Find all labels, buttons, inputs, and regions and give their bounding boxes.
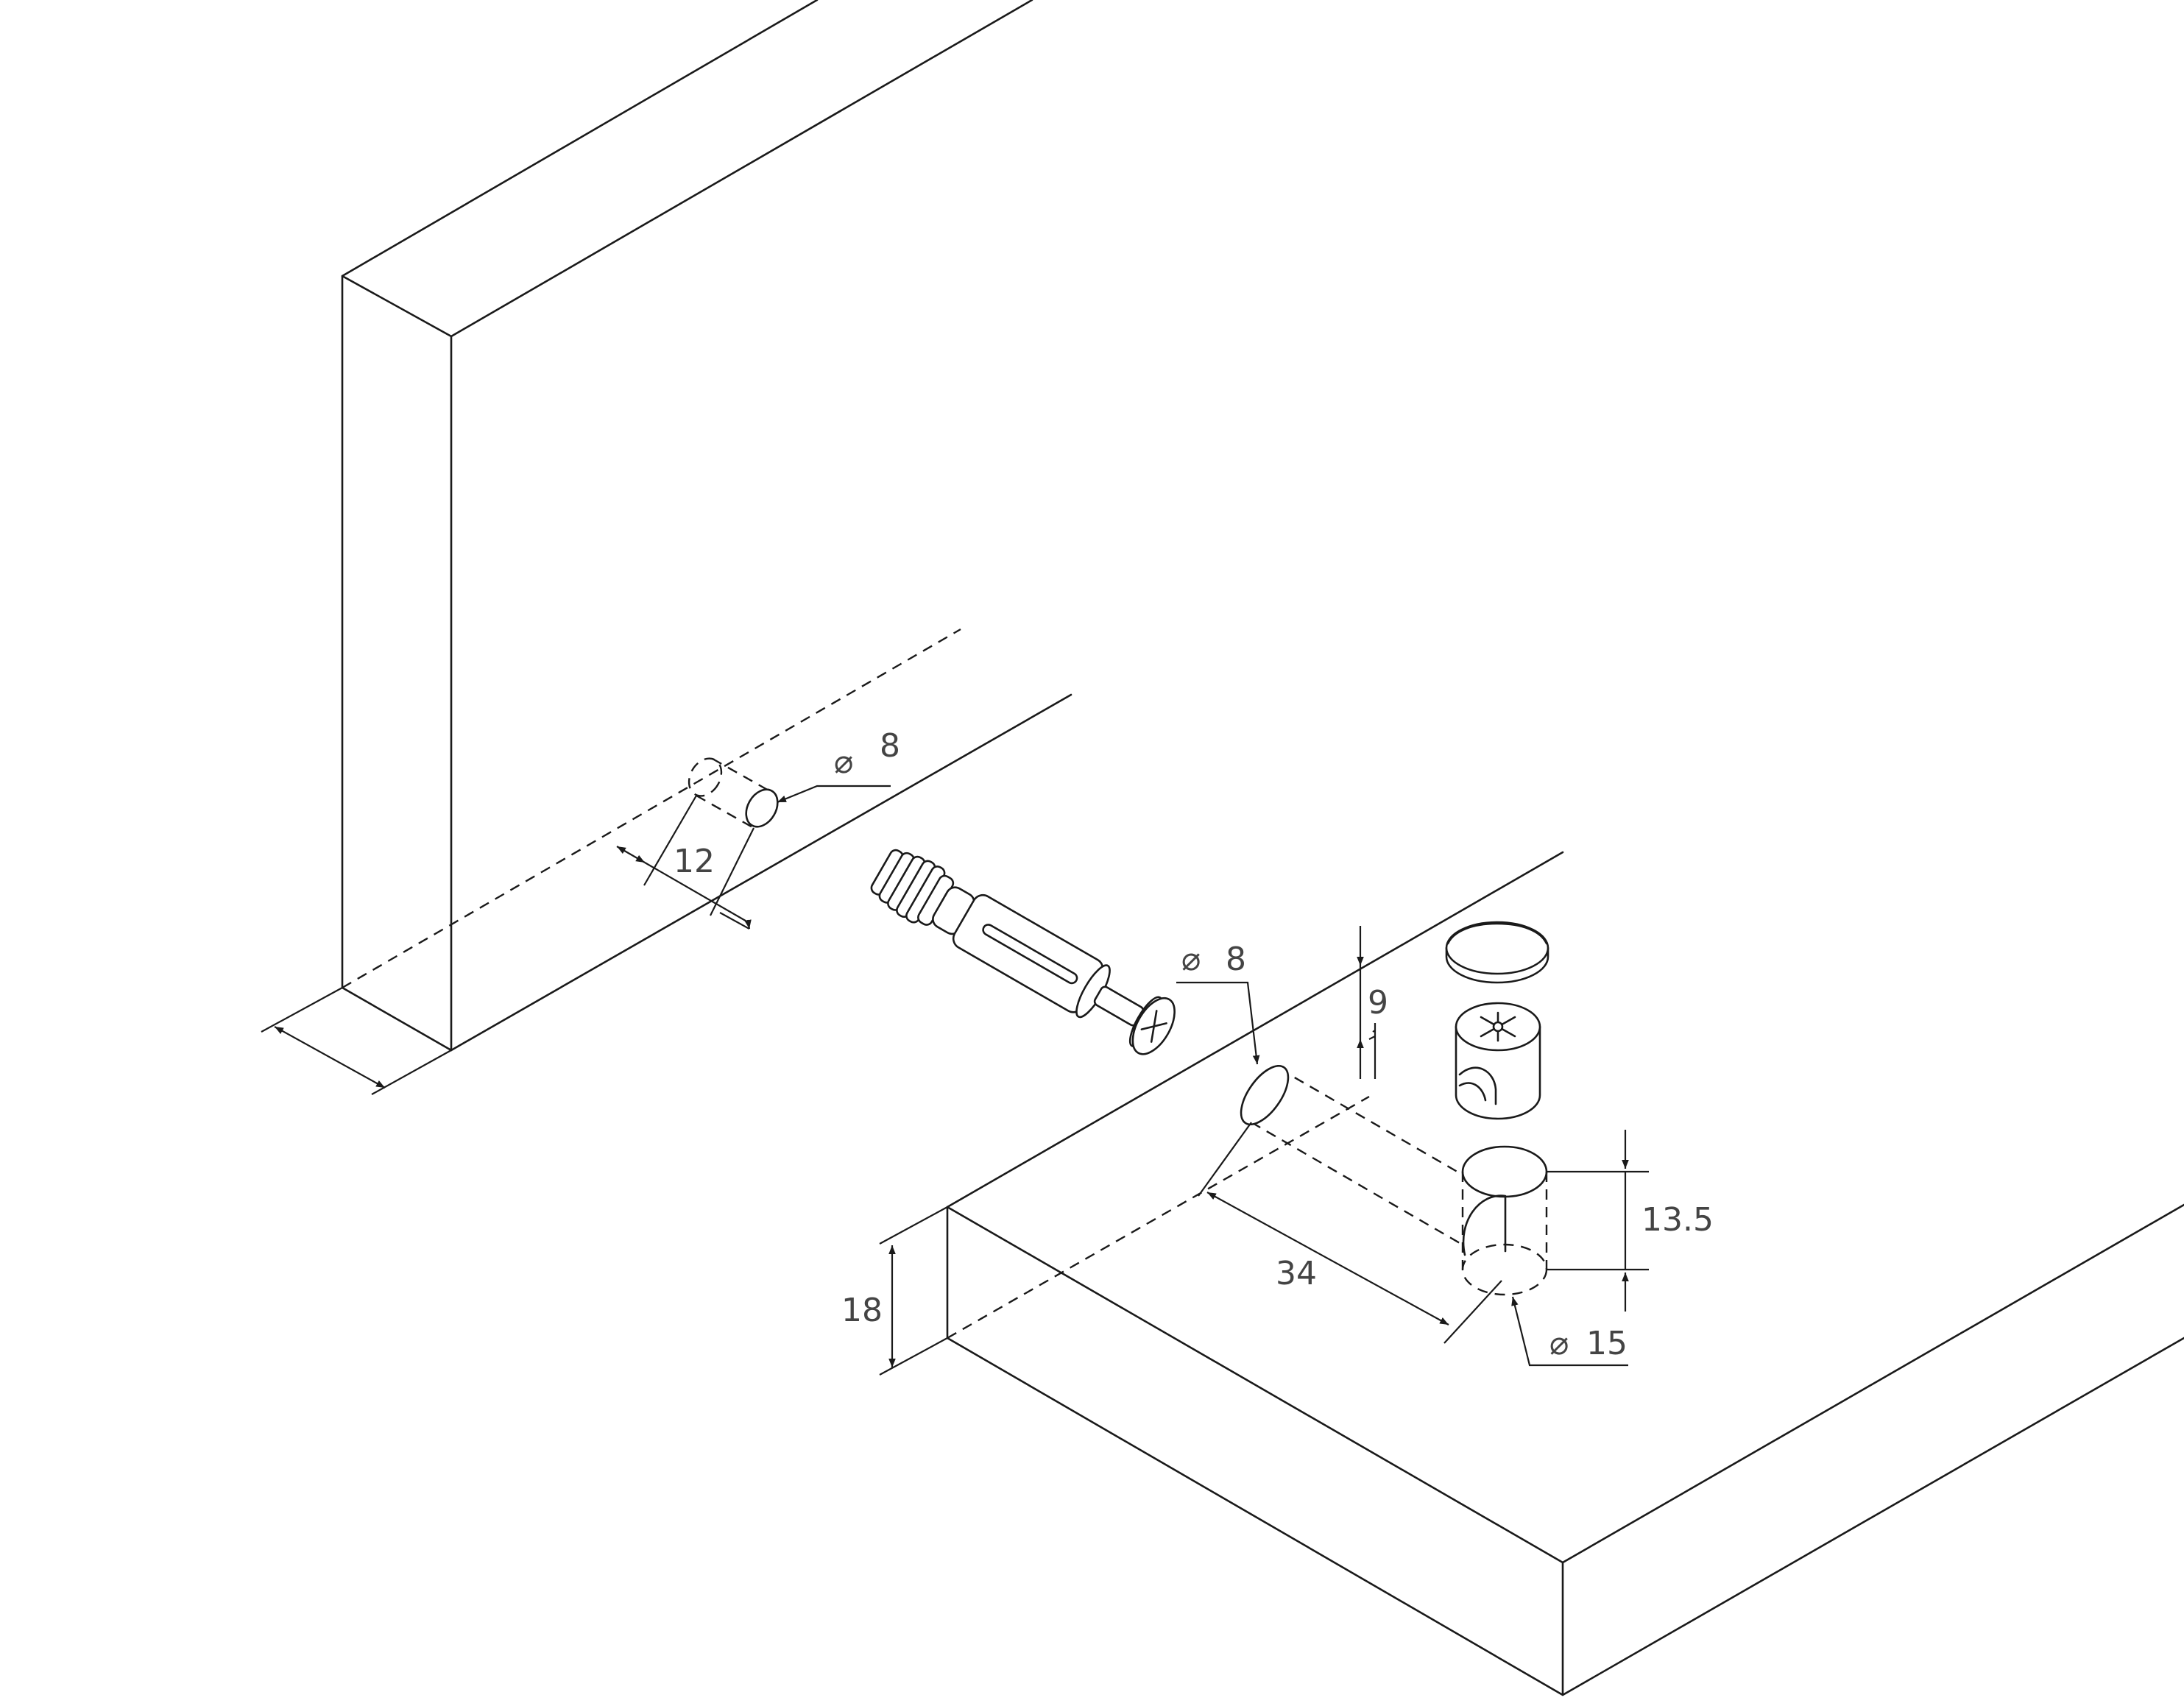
- dowel-hole-back-ellipse: [688, 757, 723, 797]
- horizontal-panel-top-edges: [946, 851, 2184, 1564]
- cam-depth-label: 13.5: [1641, 1201, 1714, 1239]
- dowel-hole-depth-arrow: [616, 846, 646, 863]
- dowel-hole-depth-extension: [643, 795, 754, 916]
- dowel-hole-diameter-symbol: ⌀: [834, 743, 854, 781]
- cam-hole-top-ellipse: [1461, 1145, 1548, 1198]
- panel-thickness-extension: [879, 1206, 948, 1376]
- dowel-hole: 12 ⌀ 8: [616, 727, 900, 929]
- bolt-hole-diameter-symbol: ⌀: [1181, 941, 1201, 978]
- cover-cap-icon: [1445, 921, 1549, 984]
- cam-hole-bolt-slot: [1462, 1194, 1507, 1256]
- cam-distance-extension: [1198, 1122, 1502, 1344]
- vertical-panel-bottom-edge: [450, 693, 1072, 1052]
- phillips-drive-icon: [1140, 1010, 1167, 1043]
- cam-hole: 13.5 ⌀ 15: [1461, 1130, 1714, 1367]
- panel-thickness-label: 18: [841, 1292, 883, 1329]
- bolt-hole-offset-label: 9: [1368, 984, 1388, 1022]
- vertical-panel-thickness-arrow: [274, 1026, 386, 1089]
- cam-distance-label: 34: [1276, 1255, 1317, 1292]
- bolt-hole-diameter-leader: [1176, 981, 1260, 1065]
- cam-hole-bottom-ellipse: [1461, 1243, 1548, 1296]
- bolt-hole: ⌀ 8 9 34: [1176, 926, 1502, 1344]
- cam-lock-housing-icon: [1455, 1002, 1541, 1120]
- cam-diameter-leader: [1511, 1296, 1628, 1367]
- vertical-panel-top-edge: [341, 0, 1033, 338]
- horizontal-panel: 18: [841, 851, 2184, 1696]
- bolt-hole-offset-extension: [1372, 1023, 1377, 1079]
- dowel-hole-front-ellipse: [745, 788, 779, 828]
- horizontal-panel-front-face: [946, 1206, 2184, 1696]
- dowel-hole-depth-line: [644, 862, 750, 924]
- vertical-panel: [261, 0, 1072, 1095]
- dowel-hole-hidden-body: [696, 757, 771, 829]
- dowel-hole-depth-label: 12: [674, 843, 715, 880]
- bolt-hole-offset-ref-line: [1359, 966, 1376, 1040]
- cam-diameter-symbol: ⌀: [1549, 1325, 1569, 1362]
- connecting-bolt-icon: [870, 849, 1176, 1055]
- vertical-panel-front-edge: [341, 275, 453, 1052]
- dowel-hole-diameter-label: 8: [880, 727, 900, 765]
- cam-depth-extension: [1547, 1170, 1649, 1271]
- dowel-hole-diameter-leader: [777, 785, 891, 804]
- cam-diameter-label: 15: [1586, 1325, 1628, 1362]
- vertical-panel-thickness-extension: [261, 987, 452, 1095]
- bolt-hole-front-ellipse: [1240, 1064, 1290, 1126]
- cam-distance-arrow: [1206, 1192, 1449, 1325]
- horizontal-panel-hidden-edge: [947, 1095, 1370, 1339]
- vertical-panel-hidden-edge: [342, 628, 961, 989]
- bolt-hole-diameter-label: 8: [1226, 941, 1246, 978]
- bolt-hole-hidden-body: [1251, 1067, 1494, 1247]
